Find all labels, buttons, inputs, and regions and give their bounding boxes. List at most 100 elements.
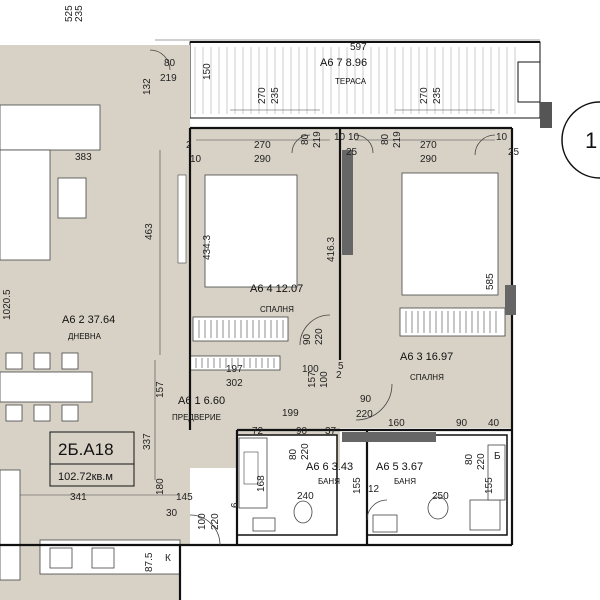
dim-597: 597 <box>350 42 367 53</box>
dim-2: 2 <box>186 140 192 151</box>
bath-2-shower <box>469 499 501 531</box>
dim-219b: 219 <box>312 131 323 148</box>
living-id: А6 2 37.64 <box>62 314 115 326</box>
terrace-wall-end <box>540 102 552 128</box>
bath-1-id: А6 6 3.43 <box>306 461 353 473</box>
dim-341: 341 <box>70 492 87 503</box>
apartment-area: 102.72кв.м <box>58 471 113 483</box>
dim-2b: 2 <box>336 370 342 381</box>
dim-10b: 10 <box>348 132 360 143</box>
dim-157a: 157 <box>155 381 166 398</box>
dim-416: 416.3 <box>326 237 337 262</box>
dim-87: 87.5 <box>144 552 155 572</box>
apartment-code: 2Б.А18 <box>58 440 114 459</box>
dim-25a: 25 <box>346 147 358 158</box>
bath-2-id: А6 5 3.67 <box>376 461 423 473</box>
dim-37: 37 <box>325 426 337 437</box>
wardrobe-2 <box>399 307 506 337</box>
bath-1-sink <box>252 517 276 532</box>
dim-235b: 235 <box>270 87 281 104</box>
dining-set <box>0 352 93 422</box>
bedroom-1-name: СПАЛНЯ <box>260 305 294 314</box>
dim-220c: 220 <box>300 443 311 460</box>
dim-337: 337 <box>142 433 153 450</box>
dim-72: 72 <box>252 426 264 437</box>
kitchen-counter <box>0 104 101 151</box>
dim-240: 240 <box>297 491 314 502</box>
dim-90d: 90 <box>296 426 308 437</box>
dim-80a: 80 <box>164 58 176 69</box>
shaft-column <box>342 150 353 255</box>
terrace-name: ТЕРАСА <box>335 77 367 86</box>
dim-157b: 157 <box>307 371 318 388</box>
dim-80c: 80 <box>380 133 391 145</box>
bed-1 <box>204 174 298 288</box>
dim-220b: 220 <box>356 409 373 420</box>
bath-2-toilet <box>427 496 449 520</box>
dimension-lines <box>20 39 540 496</box>
dim-30: 30 <box>166 508 178 519</box>
dim-6: 6 <box>230 502 241 508</box>
dim-463: 463 <box>144 223 155 240</box>
coffee-table <box>57 177 87 219</box>
dim-12: 12 <box>368 484 380 495</box>
bath-1-toilet <box>293 500 313 524</box>
bedroom-column <box>505 285 516 315</box>
dim-80d: 80 <box>288 448 299 460</box>
dim-80b: 80 <box>300 133 311 145</box>
wardrobe-2-lines <box>405 311 497 333</box>
bath-1-tray <box>243 451 259 485</box>
dim-10c: 10 <box>496 132 508 143</box>
bedroom-2-name: СПАЛНЯ <box>410 373 444 382</box>
terrace-area <box>189 41 541 119</box>
hall-wardrobe-lines <box>195 358 275 368</box>
dim-270a: 270 <box>257 87 268 104</box>
dim-220e: 220 <box>210 513 221 530</box>
dim-40: 40 <box>488 418 500 429</box>
terrace-hatch <box>194 47 516 114</box>
dim-80e: 80 <box>464 453 475 465</box>
section-marker-circle <box>561 101 600 179</box>
terrace-railing-post <box>517 61 541 103</box>
dim-270c: 270 <box>254 140 271 151</box>
terrace-id: А6 7 8.96 <box>320 57 367 69</box>
walls <box>0 126 514 600</box>
bath-1-name: БАНЯ <box>318 477 340 486</box>
dim-168: 168 <box>256 475 267 492</box>
dim-290b: 290 <box>420 154 437 165</box>
dim-k-mark: К <box>165 553 171 564</box>
dim-235a: 235 <box>74 5 85 22</box>
wardrobe-1-lines <box>198 320 284 338</box>
apartment-badge-code-box <box>49 431 135 465</box>
dim-100c: 100 <box>197 513 208 530</box>
dim-25b: 25 <box>508 147 520 158</box>
dim-90b: 90 <box>360 394 372 405</box>
dim-10d: 10 <box>190 154 202 165</box>
dim-235c: 235 <box>432 87 443 104</box>
dim-219c: 219 <box>392 131 403 148</box>
dim-90c: 90 <box>456 418 468 429</box>
dim-132: 132 <box>142 78 153 95</box>
dim-197: 197 <box>226 364 243 375</box>
dim-220a: 220 <box>314 328 325 345</box>
bath-2-name: БАНЯ <box>394 477 416 486</box>
dim-10a: 10 <box>334 132 346 143</box>
sofa <box>0 149 51 261</box>
dim-90a: 90 <box>302 333 313 345</box>
dim-199: 199 <box>282 408 299 419</box>
bed-2 <box>401 172 499 296</box>
dim-290a: 290 <box>254 154 271 165</box>
dim-525: 525 <box>64 5 75 22</box>
dim-383: 383 <box>75 152 92 163</box>
dim-100a: 100 <box>302 364 319 375</box>
dim-150: 150 <box>202 63 213 80</box>
dim-5: 5 <box>338 361 344 372</box>
bath-2-cabinet <box>487 444 506 501</box>
dim-219a: 219 <box>160 73 177 84</box>
dim-155b: 155 <box>484 477 495 494</box>
dim-145: 145 <box>176 492 193 503</box>
bath-partition <box>342 432 436 442</box>
dim-270b: 270 <box>419 87 430 104</box>
dim-220d: 220 <box>476 453 487 470</box>
living-window-jamb <box>177 174 187 264</box>
